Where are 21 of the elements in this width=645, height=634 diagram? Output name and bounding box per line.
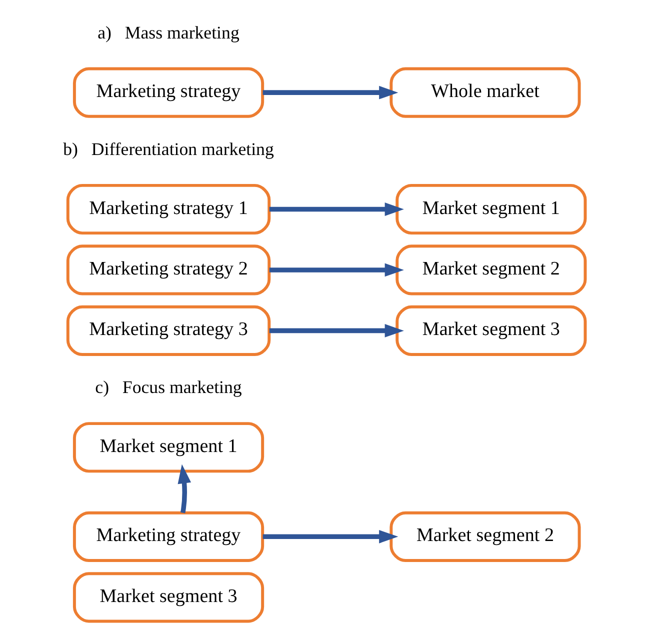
arrow xyxy=(262,530,398,544)
node-box: Marketing strategy xyxy=(72,67,264,118)
node-box: Marketing strategy 1 xyxy=(66,184,270,235)
node-box: Marketing strategy 3 xyxy=(66,305,270,356)
node-box: Marketing strategy 2 xyxy=(66,244,270,296)
arrow xyxy=(268,202,404,216)
node-box: Market segment 2 xyxy=(395,244,586,296)
node-box: Market segment 3 xyxy=(72,572,264,623)
arrow xyxy=(268,324,404,338)
node-box: Market segment 1 xyxy=(72,422,264,473)
node-box: Whole market xyxy=(389,67,580,118)
arrow xyxy=(177,464,191,514)
label: a) Mass marketing xyxy=(97,22,239,42)
label: b) Differentiation marketing xyxy=(62,139,274,160)
node-box: Marketing strategy xyxy=(72,511,264,562)
arrow xyxy=(268,263,404,277)
arrow xyxy=(262,86,398,100)
node-box: Market segment 1 xyxy=(395,184,586,235)
label: c) Focus marketing xyxy=(94,377,242,398)
node-box: Market segment 2 xyxy=(389,511,580,562)
node-box: Market segment 3 xyxy=(395,305,586,356)
